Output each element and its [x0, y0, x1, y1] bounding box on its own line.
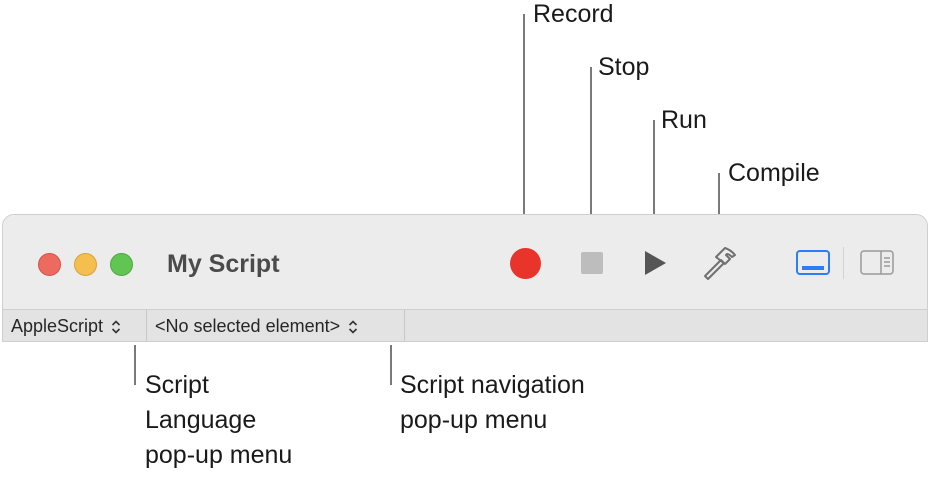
script-editor-window: My Script — [2, 214, 928, 342]
run-button[interactable] — [633, 243, 677, 283]
toolbar-divider — [843, 247, 844, 279]
language-menu-callout-line: pop-up menu — [145, 441, 293, 469]
compile-callout: Compile — [728, 159, 820, 187]
navigation-menu-callout-line: pop-up menu — [400, 406, 548, 434]
record-callout: Record — [533, 0, 614, 28]
stop-icon — [581, 252, 603, 274]
chevron-up-down-icon — [111, 319, 121, 334]
navigation-menu-callout-line: Script navigation — [400, 371, 585, 399]
minimize-window-button[interactable] — [74, 253, 97, 276]
side-panel-toggle[interactable] — [855, 243, 899, 283]
run-icon — [645, 251, 666, 275]
title-bar: My Script — [3, 215, 927, 309]
close-window-button[interactable] — [38, 253, 61, 276]
script-language-value: AppleScript — [11, 316, 104, 336]
run-callout: Run — [661, 106, 707, 134]
stop-callout: Stop — [598, 53, 650, 81]
script-navigation-popup[interactable]: <No selected element> — [147, 310, 405, 341]
record-leader-line — [523, 14, 525, 240]
run-leader-line — [653, 120, 655, 246]
compile-button[interactable] — [698, 243, 742, 283]
side-panel-icon — [860, 250, 894, 275]
zoom-window-button[interactable] — [110, 253, 133, 276]
compile-leader-line — [718, 173, 720, 237]
navigation-bar: AppleScript <No selected element> — [3, 309, 927, 341]
script-navigation-value: <No selected element> — [155, 316, 341, 336]
bottom-panel-icon — [796, 250, 830, 275]
script-language-popup[interactable]: AppleScript — [3, 310, 147, 341]
window-title: My Script — [167, 250, 280, 278]
language-menu-leader-line — [134, 345, 136, 385]
record-icon — [509, 247, 541, 279]
hammer-icon — [704, 247, 736, 280]
language-menu-callout-line: Script — [145, 371, 209, 399]
chevron-up-down-icon — [349, 319, 358, 334]
stop-button[interactable] — [570, 243, 614, 283]
language-menu-callout-line: Language — [145, 406, 257, 434]
stop-leader-line — [590, 67, 592, 248]
language-menu-callout: Script Language pop-up menu — [145, 368, 292, 473]
navigation-menu-callout: Script navigation pop-up menu — [400, 368, 585, 438]
navigation-menu-leader-line — [390, 345, 392, 385]
record-button[interactable] — [503, 243, 547, 283]
bottom-panel-toggle[interactable] — [791, 243, 835, 283]
